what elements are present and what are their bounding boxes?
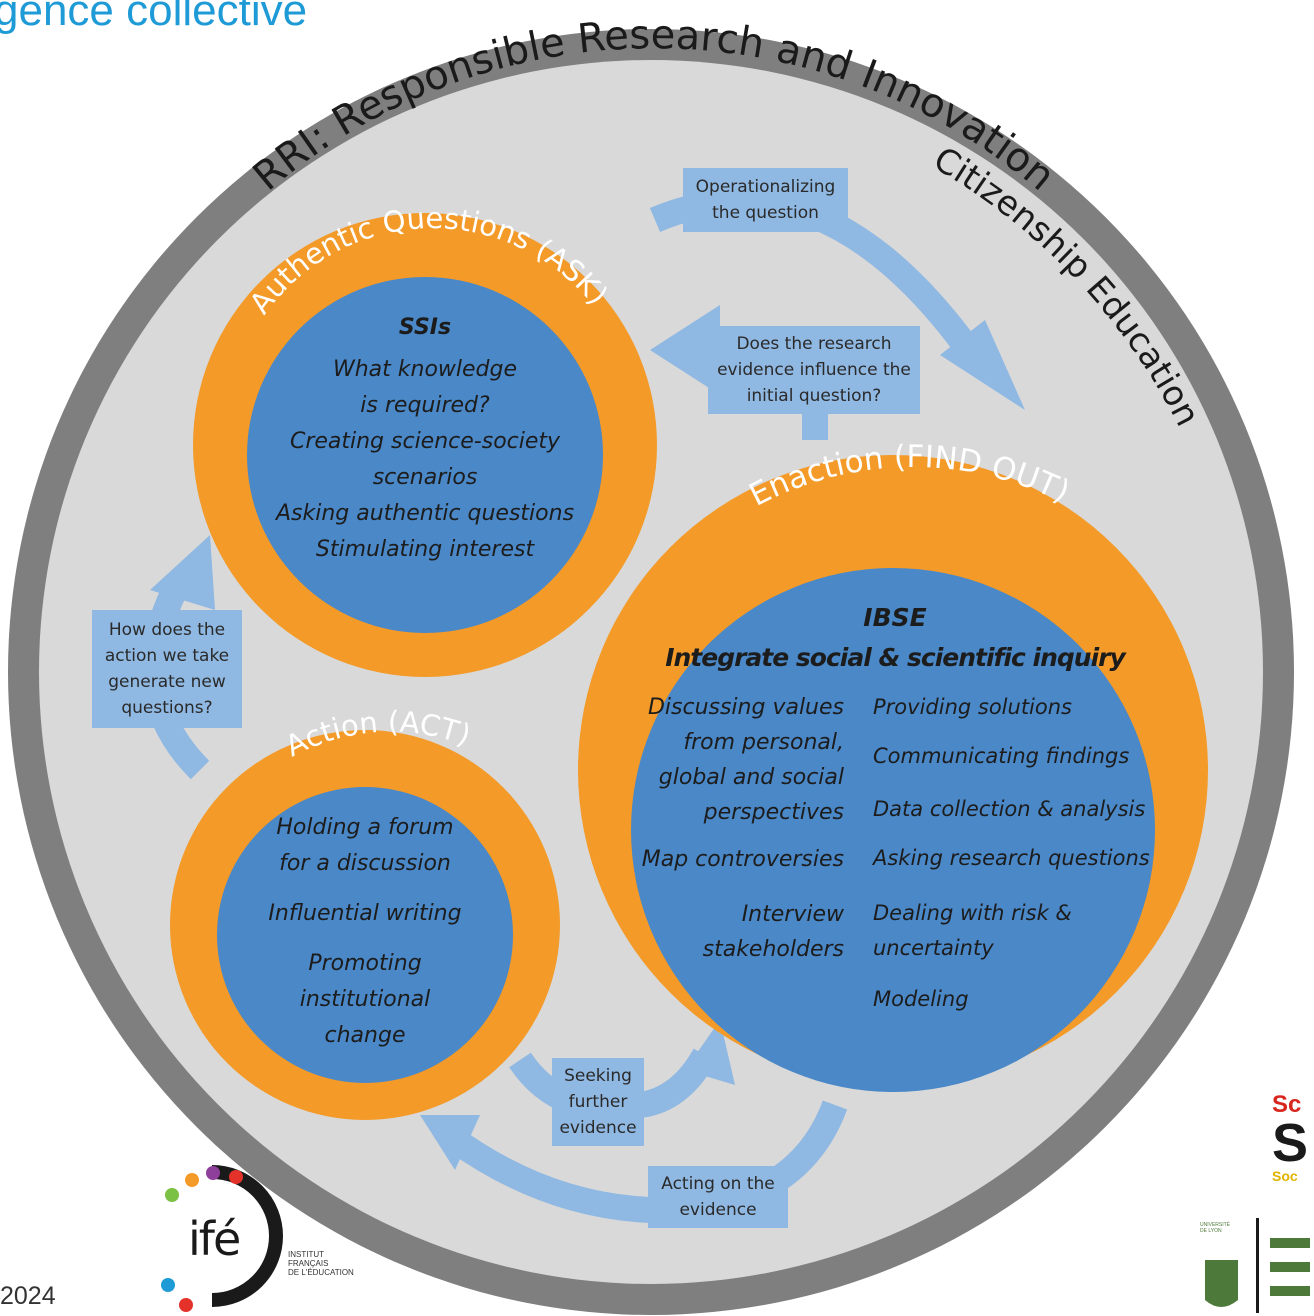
find-right-item: Asking research questions bbox=[873, 846, 1150, 870]
arrowhead-acting bbox=[420, 1115, 480, 1170]
acting-evidence-box: Acting on the evidence bbox=[648, 1166, 788, 1228]
ask-line: Asking authentic questions bbox=[275, 501, 575, 526]
act-line: Promoting bbox=[308, 951, 422, 976]
new-questions-line: How does the bbox=[108, 620, 226, 640]
new-questions-box: How does the action we take generate new… bbox=[92, 610, 242, 728]
operationalizing-line: the question bbox=[712, 203, 819, 223]
seeking-line: further bbox=[568, 1092, 628, 1112]
ife-dot-blue bbox=[161, 1278, 175, 1292]
find-right-item: uncertainty bbox=[873, 936, 994, 960]
find-right-column: Providing solutions Communicating findin… bbox=[873, 690, 1173, 1017]
arrowhead-seeking bbox=[685, 1020, 735, 1085]
research-evidence-line: initial question? bbox=[746, 386, 882, 406]
seeking-evidence-box: Seeking further evidence bbox=[552, 1058, 644, 1146]
partial-logo-bar-3 bbox=[1270, 1286, 1310, 1296]
page-title: gence collective bbox=[0, 0, 308, 35]
ask-blue-disc bbox=[247, 277, 603, 633]
ife-dot-green bbox=[165, 1188, 179, 1202]
ife-text-line: DE L'ÉDUCATION bbox=[288, 1268, 354, 1277]
ask-heading: SSIs bbox=[398, 315, 452, 340]
partial-logo-line: Soc bbox=[1272, 1168, 1298, 1184]
partial-logo-right: Sc S Soc bbox=[1272, 1092, 1314, 1184]
find-left-item: stakeholders bbox=[702, 937, 844, 962]
find-right-item: Communicating findings bbox=[873, 744, 1130, 768]
find-left-column: Discussing values from personal, global … bbox=[600, 690, 844, 967]
new-questions-line: questions? bbox=[121, 698, 213, 718]
partial-logo-bar-1 bbox=[1270, 1238, 1310, 1248]
partial-logo-bar-2 bbox=[1270, 1262, 1310, 1272]
ife-dot-red bbox=[229, 1170, 243, 1184]
acting-line: evidence bbox=[679, 1200, 757, 1220]
ife-logo-text: INSTITUT FRANÇAIS DE L'ÉDUCATION bbox=[288, 1250, 354, 1277]
ife-text-line: FRANÇAIS bbox=[288, 1259, 329, 1268]
find-right-item: Providing solutions bbox=[873, 695, 1072, 719]
find-left-item: global and social bbox=[658, 765, 844, 790]
find-right-item: Dealing with risk & bbox=[873, 901, 1072, 925]
research-evidence-box: Does the research evidence influence the… bbox=[708, 326, 920, 414]
new-questions-line: action we take bbox=[104, 646, 230, 666]
find-left-item: Interview bbox=[741, 902, 844, 927]
univ-logo-text: UNIVERSITÉ DE LYON bbox=[1200, 1222, 1230, 1234]
ife-logo bbox=[161, 1165, 283, 1312]
partial-logo-line: S bbox=[1272, 1113, 1309, 1173]
find-headings: IBSE Integrate social & scientific inqui… bbox=[640, 598, 1150, 678]
arrowhead-research-evidence bbox=[650, 305, 720, 395]
find-heading: IBSE bbox=[863, 603, 927, 632]
act-content: Holding a forum for a discussion Influen… bbox=[225, 810, 505, 1054]
act-blue-disc bbox=[217, 787, 513, 1083]
ife-logo-mark: ifé bbox=[188, 1212, 241, 1266]
ask-line: Creating science-society bbox=[289, 429, 561, 454]
find-left-item: Map controversies bbox=[641, 847, 844, 872]
logo-divider bbox=[1256, 1218, 1259, 1313]
ife-dot-purple bbox=[206, 1166, 220, 1180]
ask-line: Stimulating interest bbox=[315, 537, 535, 562]
find-left-item: Discussing values bbox=[647, 695, 844, 720]
research-evidence-line: Does the research bbox=[736, 334, 892, 354]
ife-dot-red2 bbox=[179, 1298, 193, 1312]
act-line: Influential writing bbox=[268, 901, 462, 926]
ask-line: What knowledge bbox=[332, 357, 518, 382]
find-right-item: Data collection & analysis bbox=[873, 797, 1146, 821]
arrow-heads bbox=[150, 305, 1025, 1170]
find-blue-disc bbox=[631, 568, 1155, 1092]
operationalizing-box: Operationalizing the question bbox=[683, 168, 848, 232]
ask-line: is required? bbox=[360, 393, 490, 418]
seeking-line: Seeking bbox=[564, 1066, 632, 1086]
ife-dot-orange bbox=[185, 1173, 199, 1187]
act-line: change bbox=[324, 1023, 406, 1048]
seeking-line: evidence bbox=[559, 1118, 637, 1138]
univ-text-line: UNIVERSITÉ bbox=[1200, 1222, 1231, 1228]
ask-line: scenarios bbox=[372, 465, 478, 490]
ife-text-line: INSTITUT bbox=[288, 1250, 324, 1259]
find-right-item: Modeling bbox=[873, 987, 969, 1011]
act-line: for a discussion bbox=[279, 851, 451, 876]
univ-shield bbox=[1205, 1260, 1238, 1307]
act-line: institutional bbox=[299, 987, 431, 1012]
partial-logo-line: Sc bbox=[1272, 1092, 1302, 1118]
find-left-item: from personal, bbox=[683, 730, 844, 755]
ask-content: SSIs What knowledge is required? Creatin… bbox=[255, 310, 595, 568]
new-questions-line: generate new bbox=[108, 672, 226, 692]
operationalizing-line: Operationalizing bbox=[695, 177, 836, 197]
university-logo bbox=[1196, 1218, 1310, 1313]
acting-line: Acting on the bbox=[661, 1174, 775, 1194]
find-subheading: Integrate social & scientific inquiry bbox=[665, 643, 1126, 672]
footer-year: 2024 bbox=[0, 1282, 56, 1310]
research-evidence-line: evidence influence the bbox=[717, 360, 911, 380]
act-line: Holding a forum bbox=[276, 815, 454, 840]
arrowhead-operationalizing bbox=[940, 320, 1025, 410]
univ-text-line: DE LYON bbox=[1200, 1228, 1222, 1234]
find-left-item: perspectives bbox=[703, 800, 844, 825]
arrowhead-new-questions bbox=[150, 535, 215, 610]
